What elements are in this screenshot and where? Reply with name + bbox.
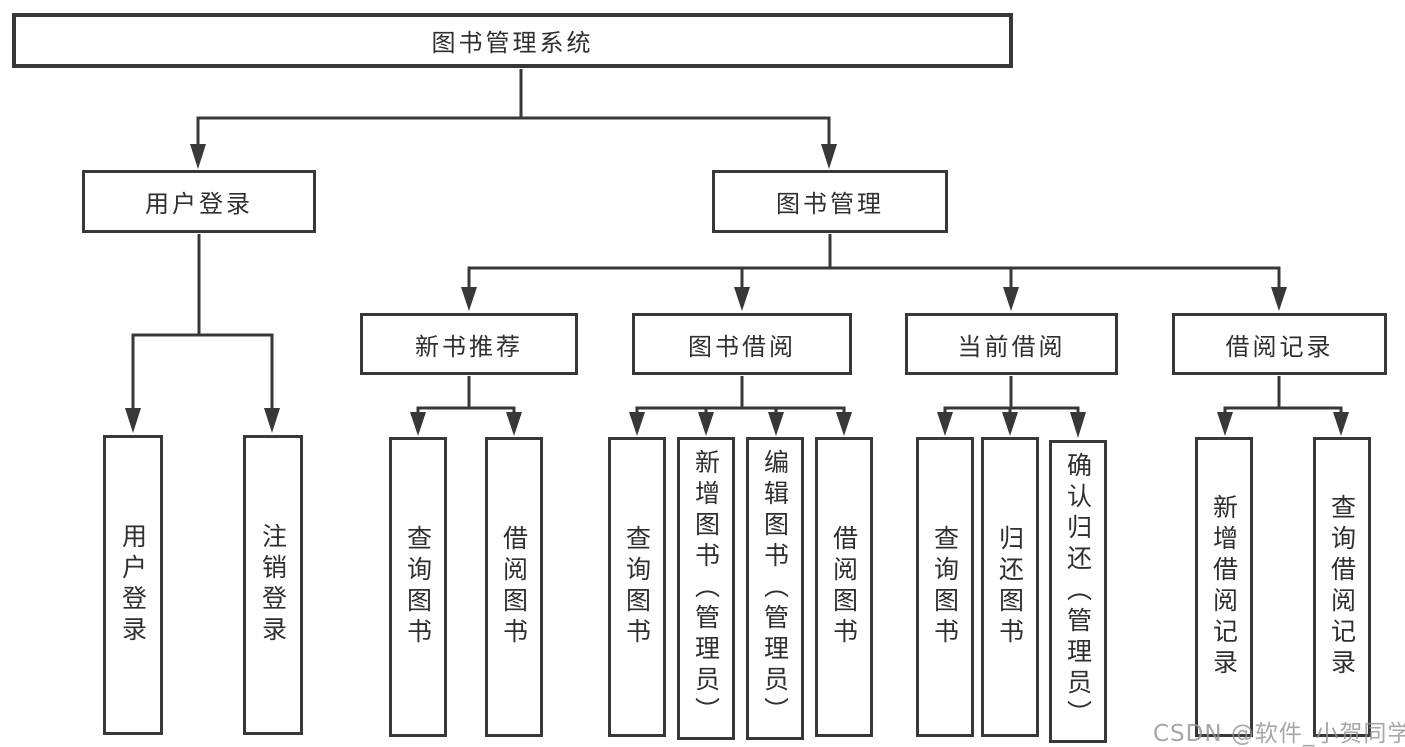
leaf-edit-book-admin-label: 编辑图书（管理员） <box>760 449 790 728</box>
connector-root <box>190 69 837 169</box>
leaf-query-books-2-label: 查询图书 <box>622 525 652 649</box>
leaf-user-login: 用户登录 <box>103 435 163 735</box>
leaf-query-borrow-record-label: 查询借阅记录 <box>1327 494 1357 680</box>
node-borrow-records-label: 借阅记录 <box>1225 332 1334 361</box>
leaf-borrow-books-2-label: 借阅图书 <box>829 525 859 649</box>
leaf-edit-book-admin: 编辑图书（管理员） <box>746 437 804 740</box>
leaf-logout: 注销登录 <box>243 435 303 735</box>
node-new-book-rec-label: 新书推荐 <box>415 332 523 361</box>
leaf-add-book-admin-label: 新增图书（管理员） <box>691 449 721 728</box>
node-root-label: 图书管理系统 <box>431 29 594 57</box>
connector-current-borrow <box>937 376 1086 438</box>
node-root: 图书管理系统 <box>12 13 1013 68</box>
node-user-login-branch: 用户登录 <box>82 170 316 233</box>
leaf-confirm-return-admin: 确认归还（管理员） <box>1049 440 1107 743</box>
node-book-borrow-label: 图书借阅 <box>688 332 796 361</box>
leaf-query-books-3-label: 查询图书 <box>930 525 960 649</box>
watermark: CSDN @软件_小贺同学 <box>1153 721 1405 747</box>
leaf-confirm-return-admin-label: 确认归还（管理员） <box>1063 452 1093 731</box>
leaf-add-borrow-record: 新增借阅记录 <box>1195 437 1253 737</box>
connector-borrow-records <box>1217 376 1349 436</box>
node-book-borrow: 图书借阅 <box>632 313 852 375</box>
connector-user-login <box>125 234 280 433</box>
connector-new-book-rec <box>410 376 522 436</box>
leaf-query-books-1: 查询图书 <box>389 437 447 737</box>
leaf-return-books: 归还图书 <box>981 437 1039 737</box>
leaf-add-book-admin: 新增图书（管理员） <box>677 437 735 740</box>
node-book-mgmt: 图书管理 <box>712 170 948 233</box>
leaf-logout-label: 注销登录 <box>258 523 288 647</box>
leaf-add-borrow-record-label: 新增借阅记录 <box>1209 494 1239 680</box>
leaf-query-books-1-label: 查询图书 <box>403 525 433 649</box>
leaf-query-books-2: 查询图书 <box>608 437 666 737</box>
node-book-mgmt-label: 图书管理 <box>776 190 884 218</box>
connector-book-borrow <box>629 376 852 436</box>
node-borrow-records: 借阅记录 <box>1172 313 1387 375</box>
node-current-borrow: 当前借阅 <box>905 313 1118 375</box>
leaf-query-books-3: 查询图书 <box>916 437 974 737</box>
leaf-user-login-label: 用户登录 <box>118 523 148 647</box>
node-user-login-branch-label: 用户登录 <box>145 190 253 218</box>
leaf-query-borrow-record: 查询借阅记录 <box>1313 437 1371 737</box>
node-current-borrow-label: 当前借阅 <box>957 332 1066 361</box>
leaf-borrow-books-2: 借阅图书 <box>815 437 873 737</box>
connector-book-mgmt <box>461 234 1287 311</box>
node-new-book-rec: 新书推荐 <box>360 313 578 375</box>
leaf-borrow-books-1-label: 借阅图书 <box>499 525 529 649</box>
leaf-return-books-label: 归还图书 <box>995 525 1025 649</box>
leaf-borrow-books-1: 借阅图书 <box>485 437 543 737</box>
